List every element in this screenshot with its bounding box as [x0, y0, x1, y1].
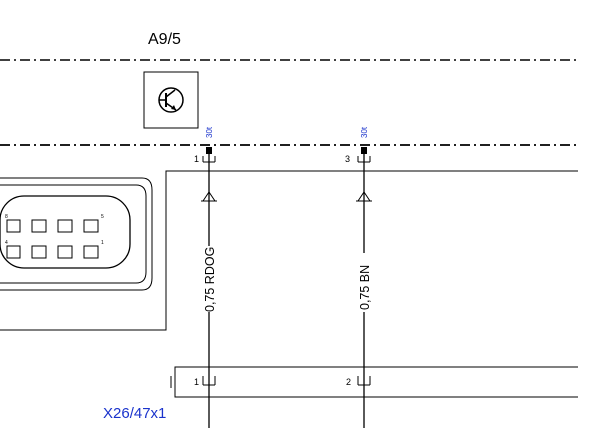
connector-x26-outline [174, 366, 578, 398]
connector-label: X26/47x1 [103, 405, 166, 422]
terminal-label: 30t [205, 126, 214, 138]
pin-number-label: 1 [101, 240, 104, 246]
pin-number-label: 1 [194, 154, 199, 164]
module-label: A9/5 [148, 31, 181, 48]
wire-spec-label: 0,75 RDOG [203, 247, 217, 312]
connector-plug-icon: 8 5 4 1 [0, 177, 153, 291]
pin-number-label: 4 [5, 240, 8, 246]
pin-number-label: 1 [194, 377, 199, 387]
wire-2 [356, 147, 372, 428]
transistor-icon [143, 71, 199, 129]
wire-spec-label: 0,75 BN [358, 265, 372, 310]
pin-number-label: 3 [345, 154, 350, 164]
shield-outline [0, 170, 578, 331]
terminal-label: 30t [360, 126, 369, 138]
wire-1 [201, 147, 217, 428]
pin-number-label: 8 [5, 214, 8, 220]
pin-number-label: 2 [346, 377, 351, 387]
pin-number-label: 5 [101, 214, 104, 220]
